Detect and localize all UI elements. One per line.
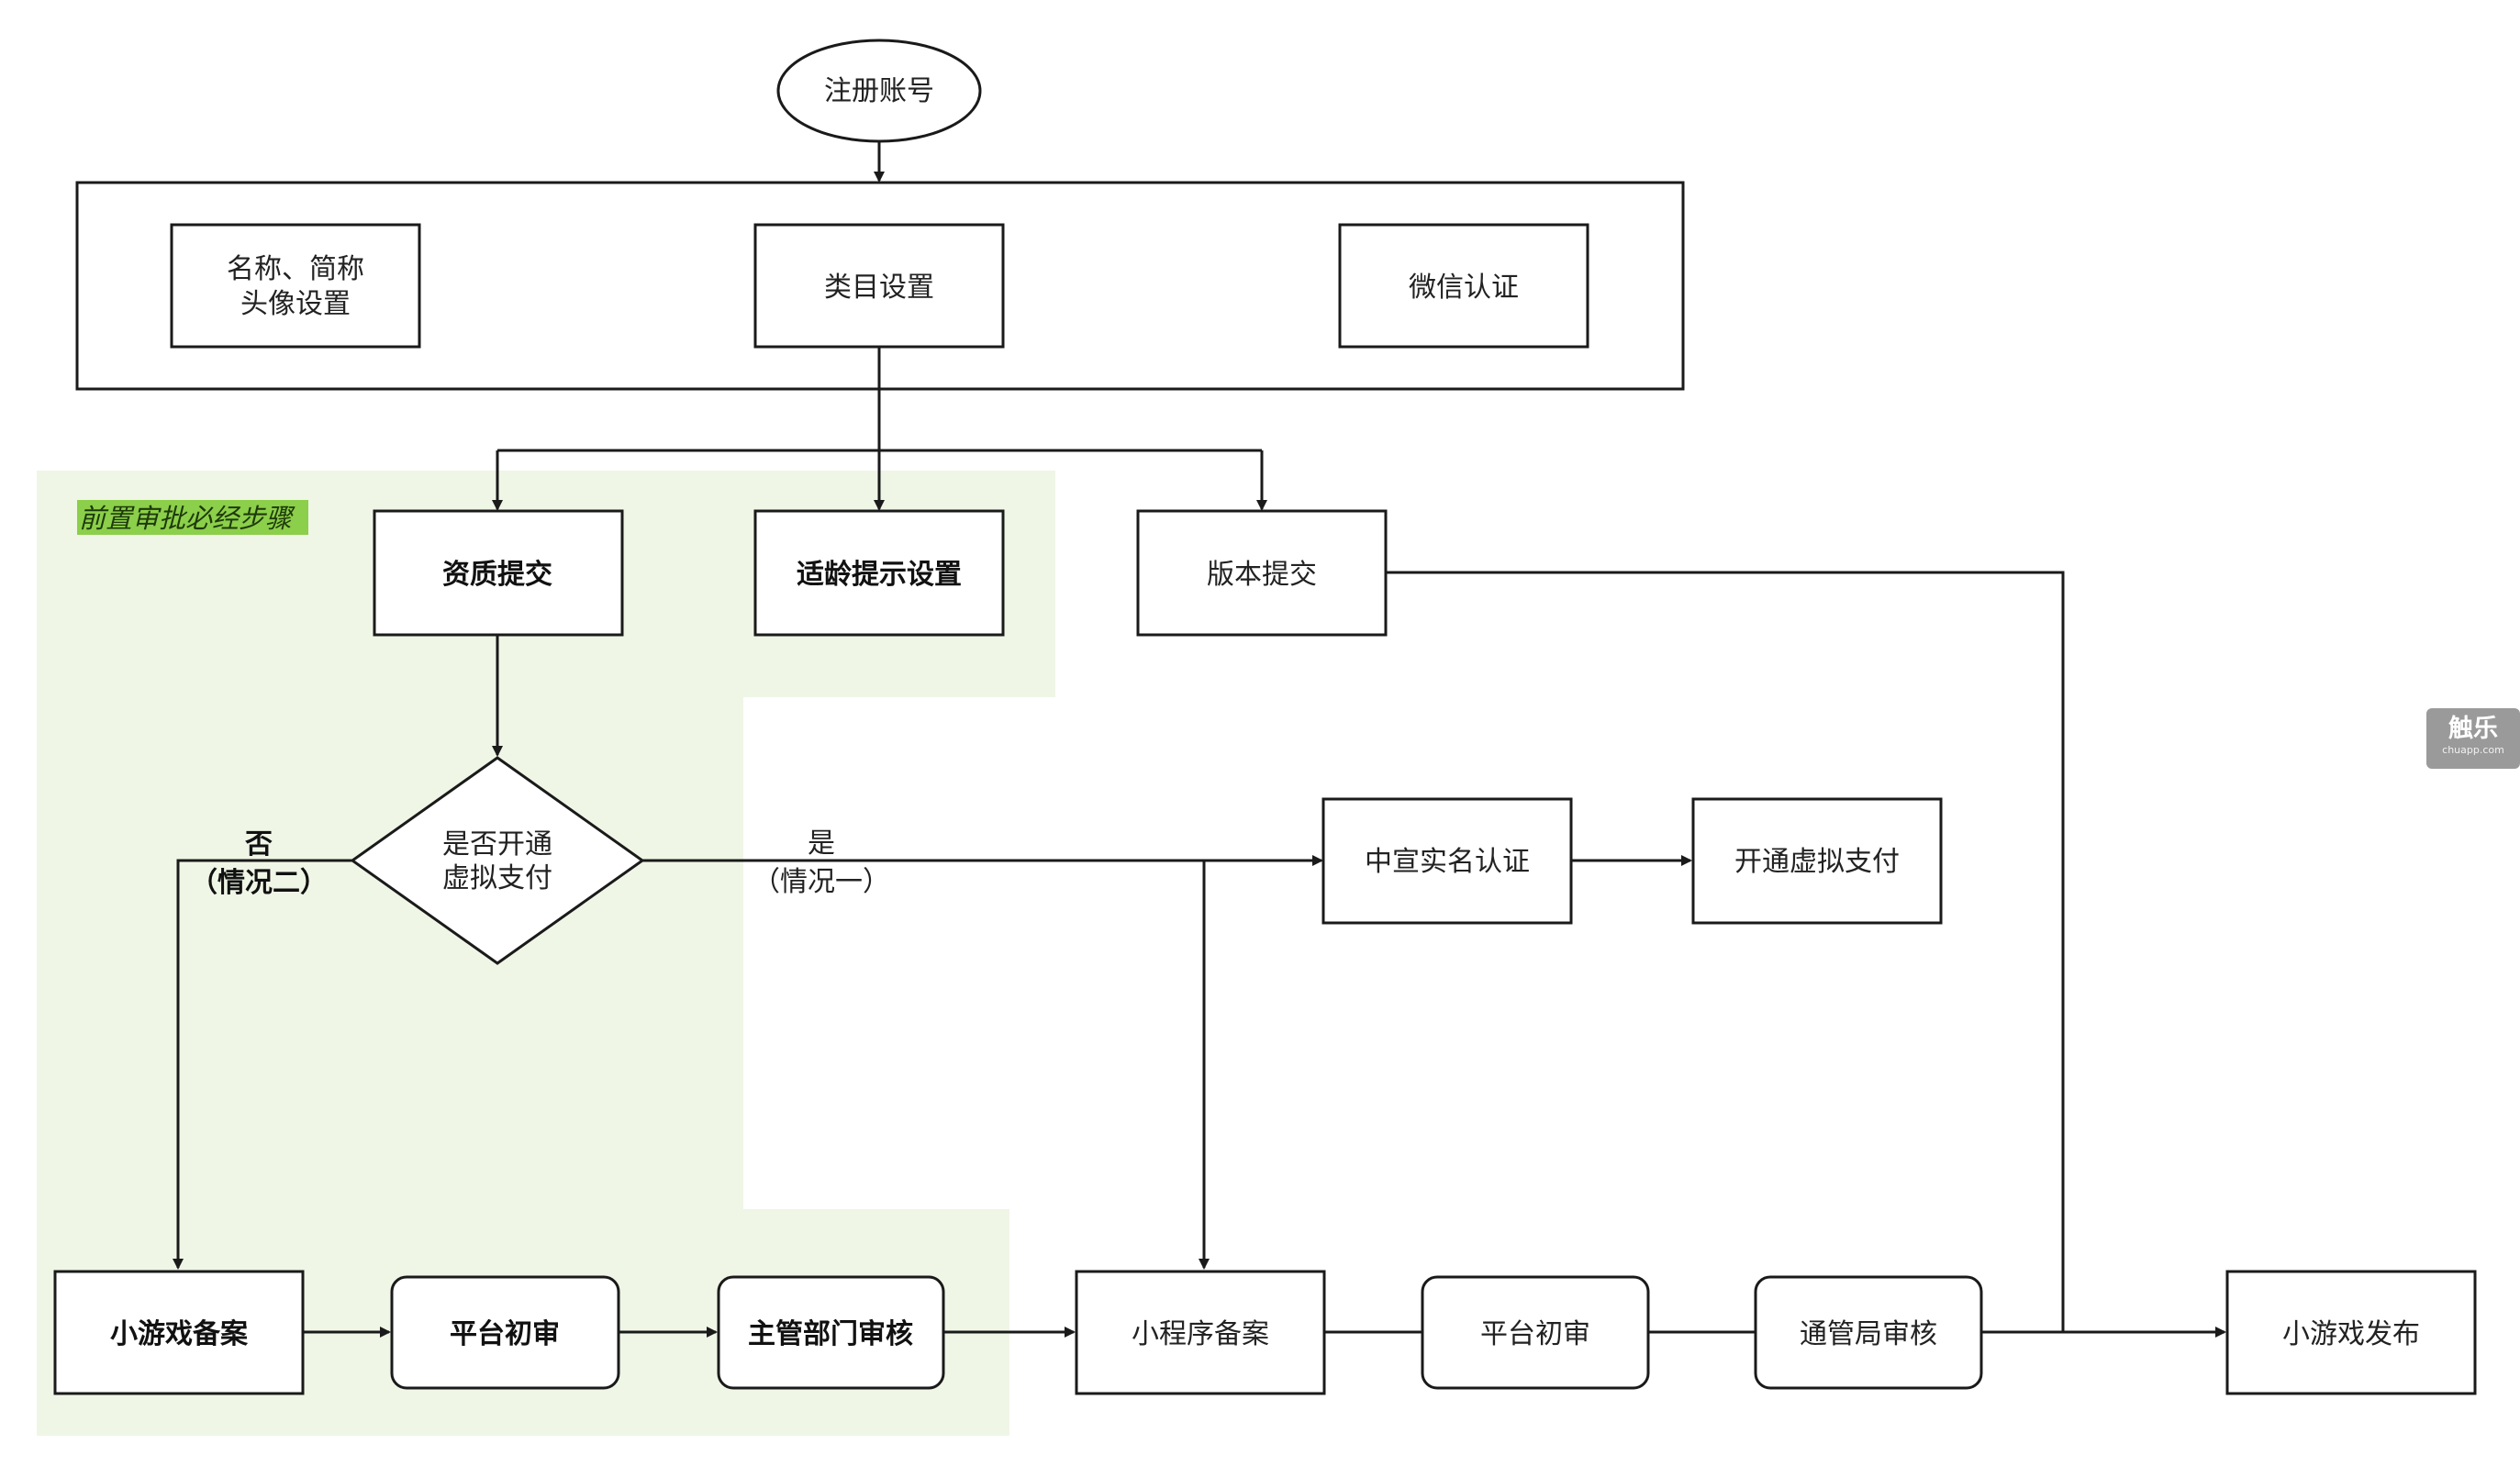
version-submit-label: 版本提交 xyxy=(1207,559,1317,591)
decision-line1: 是否开通 xyxy=(442,828,552,861)
platform-review-1-label: 平台初审 xyxy=(450,1318,560,1350)
name-avatar-box xyxy=(170,223,421,349)
qualification-box xyxy=(373,509,624,637)
mini-program-filing-box xyxy=(1075,1270,1326,1395)
wechat-cert-box xyxy=(1338,223,1589,349)
prereq-title-highlight xyxy=(77,500,308,535)
mini-game-filing-box xyxy=(53,1270,305,1395)
branch-yes-line1: 是 xyxy=(808,827,835,860)
start-label: 注册账号 xyxy=(824,75,934,107)
virtual-pay-box xyxy=(1691,797,1943,925)
edge-no-branch xyxy=(173,859,352,1270)
decision-diamond xyxy=(350,756,645,965)
decision-line2: 虚拟支付 xyxy=(442,862,552,894)
category-label: 类目设置 xyxy=(824,272,934,304)
age-hint-box xyxy=(753,509,1005,637)
release-box xyxy=(2225,1270,2477,1395)
branch-no-line1: 否 xyxy=(245,828,273,861)
prereq-region-background xyxy=(37,471,1055,1436)
bureau-review-label: 通管局审核 xyxy=(1800,1318,1937,1350)
watermark-badge: 触乐 chuapp.com xyxy=(2426,708,2520,769)
edge-version-to-release xyxy=(1386,571,2065,1332)
prereq-title: 前置审批必经步骤 xyxy=(79,503,295,534)
age-hint-label: 适龄提示设置 xyxy=(797,559,962,591)
branch-no-line2: （情况二） xyxy=(190,867,328,899)
version-submit-box xyxy=(1136,509,1388,637)
watermark-main: 触乐 xyxy=(2448,715,2498,743)
realname-box xyxy=(1321,797,1573,925)
platform-review-2-label: 平台初审 xyxy=(1480,1318,1590,1350)
name-avatar-line1: 名称、简称 xyxy=(227,253,364,285)
watermark-sub: chuapp.com xyxy=(2442,744,2504,756)
branch-yes-line2: （情况一） xyxy=(753,866,890,898)
wechat-cert-label: 微信认证 xyxy=(1409,272,1519,304)
release-label: 小游戏发布 xyxy=(2282,1318,2420,1350)
qualification-label: 资质提交 xyxy=(442,559,552,591)
virtual-pay-label: 开通虚拟支付 xyxy=(1734,846,1900,878)
authority-review-label: 主管部门审核 xyxy=(748,1318,913,1350)
mini-game-filing-label: 小游戏备案 xyxy=(110,1318,249,1350)
realname-label: 中宣实名认证 xyxy=(1365,846,1530,878)
name-avatar-line2: 头像设置 xyxy=(240,288,351,320)
mini-program-filing-label: 小程序备案 xyxy=(1132,1318,1269,1350)
